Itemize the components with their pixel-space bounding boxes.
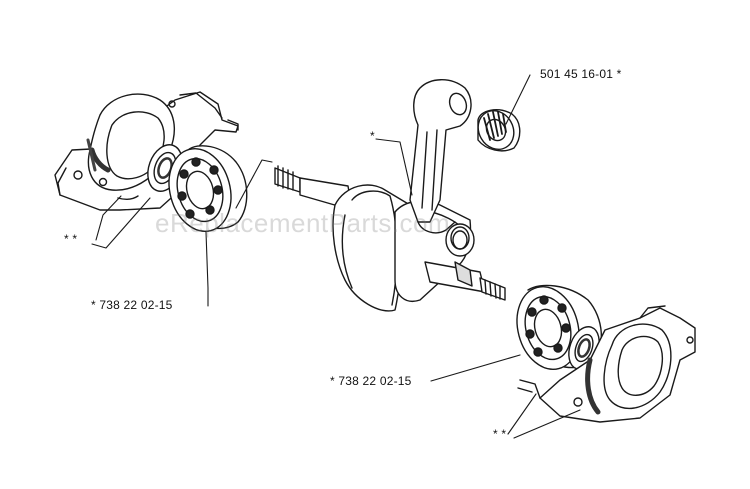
crankshaft (274, 165, 506, 312)
right-bearing-housing (517, 305, 696, 423)
label-left-housing-mark: * * (64, 232, 78, 246)
watermark: eReplacementParts.com (155, 208, 451, 238)
label-right-bearing-part: * 738 22 02-15 (330, 374, 412, 388)
label-needle-bearing-part: 501 45 16-01 * (540, 67, 622, 81)
needle-bearing (477, 109, 521, 152)
connecting-rod (409, 79, 472, 250)
label-right-housing-mark: * * (493, 427, 507, 441)
label-crankshaft-mark: * (370, 129, 375, 143)
left-ball-bearing (168, 145, 248, 233)
label-left-bearing-part: * 738 22 02-15 (91, 298, 173, 312)
leader-lines (91, 74, 581, 439)
